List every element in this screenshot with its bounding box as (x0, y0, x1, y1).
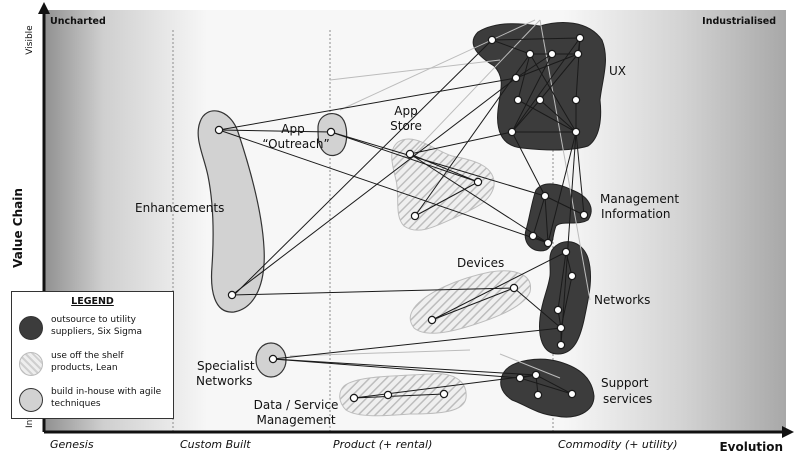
legend-label-line: suppliers, Six Sigma (51, 327, 143, 337)
node (473, 177, 483, 187)
stage-product: Product (+ rental) (333, 438, 432, 451)
node (547, 49, 557, 59)
node (227, 290, 237, 300)
legend-label-line: products, Lean (51, 363, 118, 373)
node (405, 149, 415, 159)
legend-title: LEGEND (71, 296, 114, 307)
node (268, 354, 278, 364)
node (567, 389, 577, 399)
label-ux: UX (609, 64, 626, 78)
legend: LEGEND outsource to utility suppliers, S… (11, 291, 174, 419)
node (575, 33, 585, 43)
label-specialist-2: Networks (196, 374, 252, 388)
node (556, 340, 566, 350)
node (326, 127, 336, 137)
corner-uncharted: Uncharted (50, 16, 106, 27)
data-mgmt-blob (339, 373, 467, 417)
node (528, 231, 538, 241)
faint-lines (289, 19, 591, 379)
legend-label-line: techniques (51, 399, 101, 409)
label-devices: Devices (457, 256, 504, 270)
legend-swatch-light (19, 388, 43, 412)
devices-blob (409, 270, 531, 334)
y-axis-arrow (38, 2, 50, 14)
node (543, 238, 553, 248)
label-enhancements: Enhancements (135, 201, 224, 215)
legend-item-in-house: build in-house with agile techniques (19, 384, 173, 418)
label-support-2: services (603, 392, 652, 406)
node (553, 305, 563, 315)
node (556, 323, 566, 333)
label-mi-1: Management (600, 192, 679, 206)
node (535, 95, 545, 105)
label-mi-2: Information (601, 207, 670, 221)
legend-text: outsource to utility suppliers, Six Sigm… (51, 314, 171, 338)
legend-text: build in-house with agile techniques (51, 386, 171, 410)
node (509, 283, 519, 293)
node (571, 127, 581, 137)
label-data-mgmt-2: Management (256, 413, 335, 427)
node (487, 35, 497, 45)
legend-label-line: build in-house with agile (51, 387, 162, 397)
networks-blob (539, 241, 592, 355)
label-specialist-1: Specialist (197, 359, 255, 373)
connectors (218, 37, 585, 399)
node (531, 370, 541, 380)
legend-swatch-dark (19, 316, 43, 340)
legend-item-off-the-shelf: use off the shelf products, Lean (19, 348, 173, 382)
label-support-1: Support (601, 376, 649, 390)
node (540, 191, 550, 201)
nodes (214, 33, 589, 403)
node (525, 49, 535, 59)
node (383, 390, 393, 400)
x-axis-arrow (782, 426, 794, 438)
node (214, 125, 224, 135)
enhancements-blob (197, 110, 265, 313)
label-app-store-2: Store (390, 119, 422, 133)
node (515, 373, 525, 383)
y-axis-visible-label: Visible (25, 25, 35, 55)
label-app-store-1: App (394, 104, 417, 118)
legend-text: use off the shelf products, Lean (51, 350, 171, 374)
support-blob (500, 358, 595, 418)
node (349, 393, 359, 403)
stage-custom-built: Custom Built (180, 438, 251, 451)
label-data-mgmt-1: Data / Service (254, 398, 339, 412)
legend-label-line: use off the shelf (51, 351, 124, 361)
y-axis-title: Value Chain (11, 188, 25, 268)
x-axis-title: Evolution (719, 440, 783, 454)
corner-industrialised: Industrialised (702, 16, 776, 27)
node (513, 95, 523, 105)
label-app-outreach-1: App (281, 122, 304, 136)
node (439, 389, 449, 399)
legend-swatch-hatched (19, 352, 43, 376)
node (533, 390, 543, 400)
node (561, 247, 571, 257)
label-app-outreach-2: “Outreach” (262, 137, 329, 151)
node (567, 271, 577, 281)
node (511, 73, 521, 83)
legend-item-outsource: outsource to utility suppliers, Six Sigm… (19, 312, 173, 346)
node (427, 315, 437, 325)
node (579, 210, 589, 220)
label-networks: Networks (594, 293, 650, 307)
legend-label-line: outsource to utility (51, 315, 136, 325)
stage-genesis: Genesis (50, 438, 94, 451)
node (410, 211, 420, 221)
node (573, 49, 583, 59)
node (507, 127, 517, 137)
stage-commodity: Commodity (+ utility) (558, 438, 678, 451)
node (571, 95, 581, 105)
